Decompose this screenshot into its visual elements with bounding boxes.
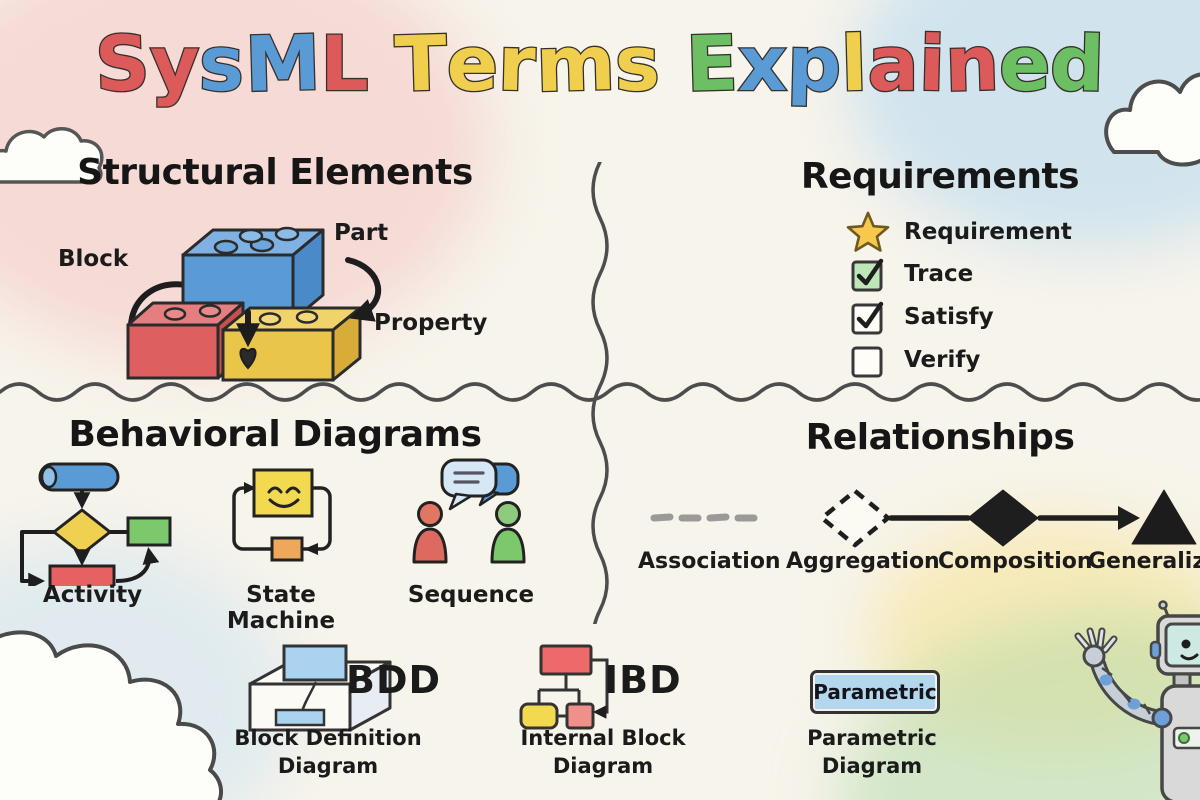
red-person-icon [412, 501, 448, 564]
verify-label: Verify [904, 347, 981, 373]
part-label: Part [334, 220, 389, 246]
ibd-abbr: IBD [604, 658, 682, 702]
title-letter: p [785, 17, 844, 110]
lego-blocks-illustration [126, 226, 382, 382]
association-label: Association [638, 549, 781, 574]
composition-label: Composition [938, 549, 1093, 574]
sequence-chat-people-icon [412, 458, 526, 564]
bdd-name-line1: Block Definition [234, 726, 422, 750]
title-letter: M [242, 17, 323, 111]
activity-label: Activity [42, 582, 143, 608]
association-dashed-line-icon [650, 513, 758, 522]
title-letter: s [197, 17, 247, 110]
title-letter: y [149, 19, 201, 108]
composition-filled-diamond-icon [967, 489, 1140, 547]
behavioral-diagrams-heading: Behavioral Diagrams [68, 414, 482, 455]
requirements-heading: Requirements [800, 156, 1080, 197]
parametric-name-line1: Parametric [807, 726, 937, 750]
checked-checkbox-icon [846, 297, 890, 337]
requirement-label: Requirement [904, 219, 1072, 245]
aggregation-label: Aggregation [786, 549, 940, 574]
generalization-triangle-icon [1131, 489, 1197, 545]
title-letter: i [916, 17, 947, 109]
block-label: Block [58, 246, 129, 272]
title-letter: s [613, 19, 661, 108]
title-letter: L [319, 19, 370, 108]
satisfy-item-row: Satisfy [846, 297, 994, 337]
ibd-name: Internal Block Diagram [508, 724, 698, 781]
cloud-bottom-left-icon [0, 630, 223, 800]
title-letter: T [392, 17, 449, 110]
robot-mascot-icon [1074, 600, 1200, 800]
bdd-abbr: BDD [346, 658, 442, 702]
title-letter: l [839, 17, 870, 109]
title-letter: r [496, 17, 538, 109]
title-letter [659, 24, 687, 104]
bdd-name: Block Definition Diagram [228, 724, 428, 781]
parametric-name-line2: Diagram [821, 754, 923, 779]
generalization-label: Generalization [1088, 549, 1200, 574]
parametric-badge: Parametric [810, 670, 940, 714]
aggregation-hollow-diamond-icon [819, 488, 971, 548]
title-letter: n [942, 17, 1001, 110]
title-letter: a [866, 19, 920, 108]
speech-bubbles-icon [440, 458, 520, 511]
page-title: SysML Terms Explained [0, 17, 1200, 111]
satisfy-label: Satisfy [904, 304, 994, 330]
bdd-box-icon [248, 644, 392, 732]
ibd-name-line2: Diagram [552, 754, 654, 779]
state-machine-label: State Machine [226, 582, 336, 634]
checked-checkbox-icon [846, 254, 890, 294]
heart-splat-icon [239, 347, 257, 370]
ibd-nested-blocks-icon [519, 644, 609, 730]
title-letter: E [684, 17, 741, 110]
cloud-top-right-icon [1104, 72, 1200, 167]
relationship-glyphs [650, 488, 1197, 548]
title-letter [368, 24, 396, 104]
title-letter: S [93, 17, 153, 110]
property-label: Property [374, 310, 488, 336]
relationships-heading: Relationships [805, 417, 1075, 458]
parametric-name: Parametric Diagram [788, 724, 956, 781]
bdd-name-line2: Diagram [277, 754, 379, 779]
ibd-name-line1: Internal Block [520, 726, 686, 750]
requirement-item-row: Requirement [846, 210, 1072, 254]
state-machine-icon [232, 468, 332, 562]
yellow-lego-brick [221, 306, 362, 382]
title-letter: x [737, 19, 789, 108]
empty-checkbox-icon [846, 340, 890, 380]
title-letter: e [998, 19, 1052, 108]
trace-item-row: Trace [846, 254, 973, 294]
trace-label: Trace [904, 261, 974, 287]
green-person-icon [490, 501, 526, 564]
horizontal-wavy-divider [0, 382, 1200, 402]
title-letter: e [445, 19, 499, 108]
activity-flowchart-icon [20, 462, 172, 586]
verify-item-row: Verify [846, 340, 980, 380]
star-icon [846, 210, 890, 254]
title-letter: d [1048, 17, 1107, 110]
vertical-wavy-divider [591, 162, 609, 624]
structural-elements-heading: Structural Elements [77, 152, 473, 193]
robot-hand [1074, 627, 1118, 668]
sequence-label: Sequence [407, 582, 535, 608]
title-letter: m [533, 17, 617, 111]
cloud-top-left-icon [0, 127, 104, 185]
